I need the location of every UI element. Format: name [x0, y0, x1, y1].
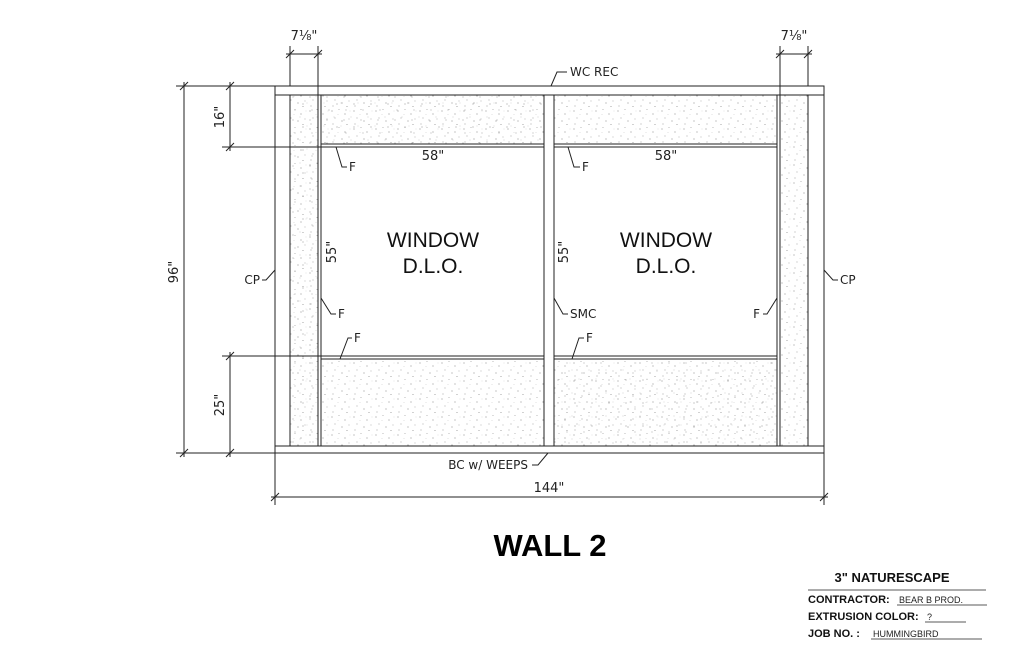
wc-rec-cap	[274, 85, 825, 96]
speckled-panels	[290, 95, 808, 446]
contractor-value: BEAR B PROD.	[899, 595, 963, 605]
right-pier-panel	[780, 95, 808, 446]
window-right-width-dim: 58"	[655, 149, 678, 164]
svg-text:F: F	[586, 331, 593, 345]
svg-text:F: F	[582, 160, 589, 174]
top-band-dim: 16"	[213, 106, 228, 129]
bottom-band-dim: 25"	[213, 394, 228, 417]
window-left-line1: WINDOW	[387, 229, 479, 252]
window-right-height-dim: 55"	[557, 241, 572, 264]
right-pier-dim: 7⅛"	[781, 29, 808, 44]
extrusion-color-label: EXTRUSION COLOR:	[808, 611, 919, 623]
drawing-title: WALL 2	[493, 528, 606, 563]
job-number-value: HUMMINGBIRD	[873, 629, 939, 639]
window-left-width-dim: 58"	[422, 149, 445, 164]
contractor-label: CONTRACTOR:	[808, 594, 890, 606]
callout-smc: SMC	[553, 297, 596, 321]
svg-text:F: F	[753, 307, 760, 321]
svg-text:F: F	[354, 331, 361, 345]
window-left-height-dim: 55"	[325, 241, 340, 264]
extrusion-color-value: ?	[927, 612, 932, 622]
bc-bottom-cap	[274, 445, 825, 454]
callout-cp-left: CP	[244, 269, 276, 287]
window-left-line2: D.L.O.	[403, 255, 464, 278]
wall-frame	[274, 85, 825, 454]
svg-text:WC REC: WC REC	[570, 65, 618, 79]
job-number-label: JOB NO. :	[808, 628, 860, 640]
callout-f-head-right: F	[567, 146, 589, 174]
top-band-right-panel	[554, 95, 777, 144]
svg-text:F: F	[338, 307, 345, 321]
left-pier-dim: 7⅛"	[291, 29, 318, 44]
callout-cp-right: CP	[823, 269, 856, 287]
callout-f-sill-right: F	[571, 331, 593, 360]
overall-height-dim: 96"	[167, 261, 182, 284]
dimension-lines	[176, 46, 829, 505]
window-right-line2: D.L.O.	[636, 255, 697, 278]
callout-f-jamb-left: F	[320, 297, 345, 321]
window-right-line1: WINDOW	[620, 229, 712, 252]
bottom-band-left-panel	[321, 359, 544, 446]
svg-text:CP: CP	[244, 273, 260, 287]
callout-f-jamb-right: F	[753, 297, 778, 321]
overall-width-dim: 144"	[534, 481, 565, 496]
product-name: 3" NATURESCAPE	[835, 570, 950, 585]
callout-bc-weeps: BC w/ WEEPS	[448, 452, 549, 472]
svg-text:F: F	[349, 160, 356, 174]
svg-text:CP: CP	[840, 273, 856, 287]
callout-wc-rec: WC REC	[550, 65, 618, 87]
callout-f-sill-left: F	[339, 331, 361, 360]
svg-text:BC w/ WEEPS: BC w/ WEEPS	[448, 458, 528, 472]
callout-f-head-left: F	[335, 146, 356, 174]
svg-text:SMC: SMC	[570, 307, 596, 321]
title-block: 3" NATURESCAPE CONTRACTOR: BEAR B PROD. …	[808, 570, 987, 640]
